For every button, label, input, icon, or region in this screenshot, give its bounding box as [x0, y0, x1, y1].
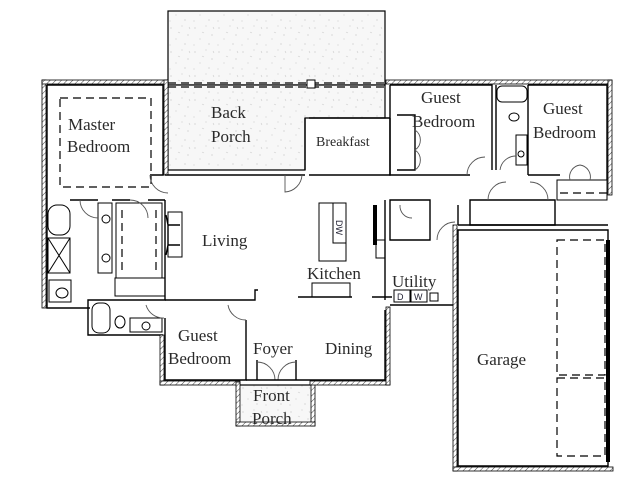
garage-walls — [452, 224, 614, 472]
back-porch-area — [167, 10, 386, 171]
room-label-kitchen: Kitchen — [307, 264, 361, 283]
garage-door — [606, 240, 610, 462]
room-labels: Master Bedroom Back Porch Breakfast Gues… — [67, 88, 596, 428]
dryer-label: D — [397, 292, 404, 302]
porch-post-icon — [306, 79, 316, 89]
main-walls — [87, 117, 392, 427]
guest-wing-walls — [385, 79, 613, 226]
room-label-back-porch: Back Porch — [211, 103, 251, 146]
washer-label: W — [414, 292, 423, 302]
dishwasher-label: DW — [334, 220, 344, 235]
room-label-guest-bedroom-1: Guest Bedroom — [412, 88, 475, 131]
room-label-utility: Utility — [392, 272, 437, 291]
room-label-master-bedroom: Master Bedroom — [67, 115, 130, 156]
fireplace — [165, 211, 183, 258]
room-label-front-porch: Front Porch — [252, 386, 294, 428]
room-label-guest-bedroom-2: Guest Bedroom — [533, 99, 596, 142]
room-label-foyer: Foyer — [253, 339, 293, 358]
kitchen-fixtures: DW — [311, 200, 386, 300]
room-label-garage: Garage — [477, 350, 526, 369]
room-label-living: Living — [202, 231, 248, 250]
room-label-guest-bedroom-3: Guest Bedroom — [168, 326, 231, 368]
room-label-dining: Dining — [325, 339, 373, 358]
room-label-breakfast: Breakfast — [316, 135, 370, 150]
